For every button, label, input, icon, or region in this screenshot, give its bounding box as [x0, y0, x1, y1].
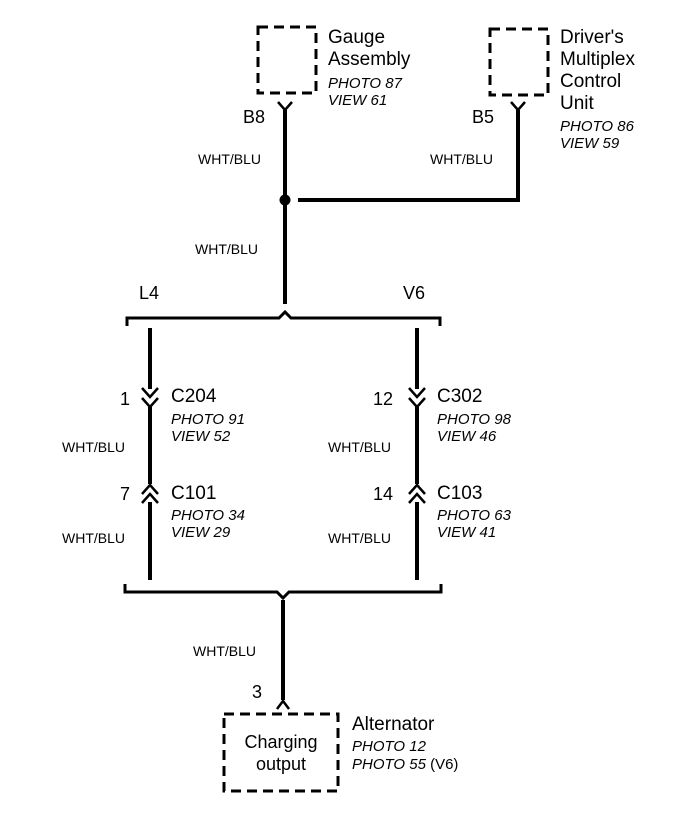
c103-photo: PHOTO 63 [437, 507, 511, 524]
c101-view: VIEW 29 [171, 524, 231, 541]
wire-label-alternator: WHT/BLU [193, 643, 256, 659]
alternator-photo-2: PHOTO 55 (V6) [352, 756, 458, 773]
wire-label-trunk: WHT/BLU [195, 241, 258, 257]
bottom-bracket [123, 584, 443, 601]
gauge-terminal [277, 101, 293, 112]
splice-point [279, 194, 291, 206]
gauge-view: VIEW 61 [328, 92, 388, 109]
c204-name: C204 [171, 386, 217, 407]
c101-connector-symbol [141, 483, 159, 504]
c103-name: C103 [437, 483, 483, 504]
dmcu-pin: B5 [472, 107, 495, 127]
c101-photo: PHOTO 34 [171, 507, 245, 524]
dmcu-name-line3: Control [560, 71, 622, 92]
c204-pin: 1 [120, 389, 131, 409]
alternator-photo-1: PHOTO 12 [352, 738, 426, 755]
branch-label-v6: V6 [403, 283, 426, 303]
alternator-name: Alternator [352, 714, 435, 735]
c302-pin: 12 [373, 389, 394, 409]
alternator-terminal [276, 698, 290, 710]
gauge-name-line2: Assembly [328, 49, 411, 70]
gauge-assembly-box [256, 25, 318, 95]
c302-name: C302 [437, 386, 483, 407]
wire-label-l4-lower: WHT/BLU [62, 530, 125, 546]
branch-label-l4: L4 [139, 283, 160, 303]
wire-label-v6-middle: WHT/BLU [328, 439, 391, 455]
c103-view: VIEW 41 [437, 524, 497, 541]
dmcu-name-line1: Driver's [560, 27, 624, 48]
c302-view: VIEW 46 [437, 428, 497, 445]
alternator-box-line1: Charging [244, 732, 318, 752]
wire-label-v6-lower: WHT/BLU [328, 530, 391, 546]
alternator-box-line2: output [255, 754, 307, 774]
dmcu-photo: PHOTO 86 [560, 118, 634, 135]
gauge-photo: PHOTO 87 [328, 75, 402, 92]
alternator-photo-2-text: PHOTO 55 [352, 756, 426, 773]
c204-photo: PHOTO 91 [171, 411, 245, 428]
wire-label-dmcu: WHT/BLU [430, 151, 493, 167]
alternator-pin: 3 [252, 682, 263, 702]
dmcu-box [488, 27, 550, 97]
c101-name: C101 [171, 483, 217, 504]
alternator-photo-2-note: (V6) [430, 756, 459, 773]
alternator-box [222, 712, 340, 793]
dmcu-name-line2: Multiplex [560, 49, 635, 70]
dmcu-view: VIEW 59 [560, 135, 620, 152]
c204-connector-symbol [141, 387, 159, 409]
dmcu-name-line4: Unit [560, 93, 594, 114]
c103-connector-symbol [408, 483, 426, 504]
gauge-pin: B8 [243, 107, 266, 127]
gauge-name-line1: Gauge [328, 27, 386, 48]
c302-connector-symbol [408, 387, 426, 409]
wire-label-l4-middle: WHT/BLU [62, 439, 125, 455]
dmcu-terminal [510, 101, 526, 112]
c101-pin: 7 [120, 484, 131, 504]
top-bracket [125, 309, 442, 326]
c103-pin: 14 [373, 484, 394, 504]
c204-view: VIEW 52 [171, 428, 231, 445]
wire-label-gauge: WHT/BLU [198, 151, 261, 167]
c302-photo: PHOTO 98 [437, 411, 511, 428]
